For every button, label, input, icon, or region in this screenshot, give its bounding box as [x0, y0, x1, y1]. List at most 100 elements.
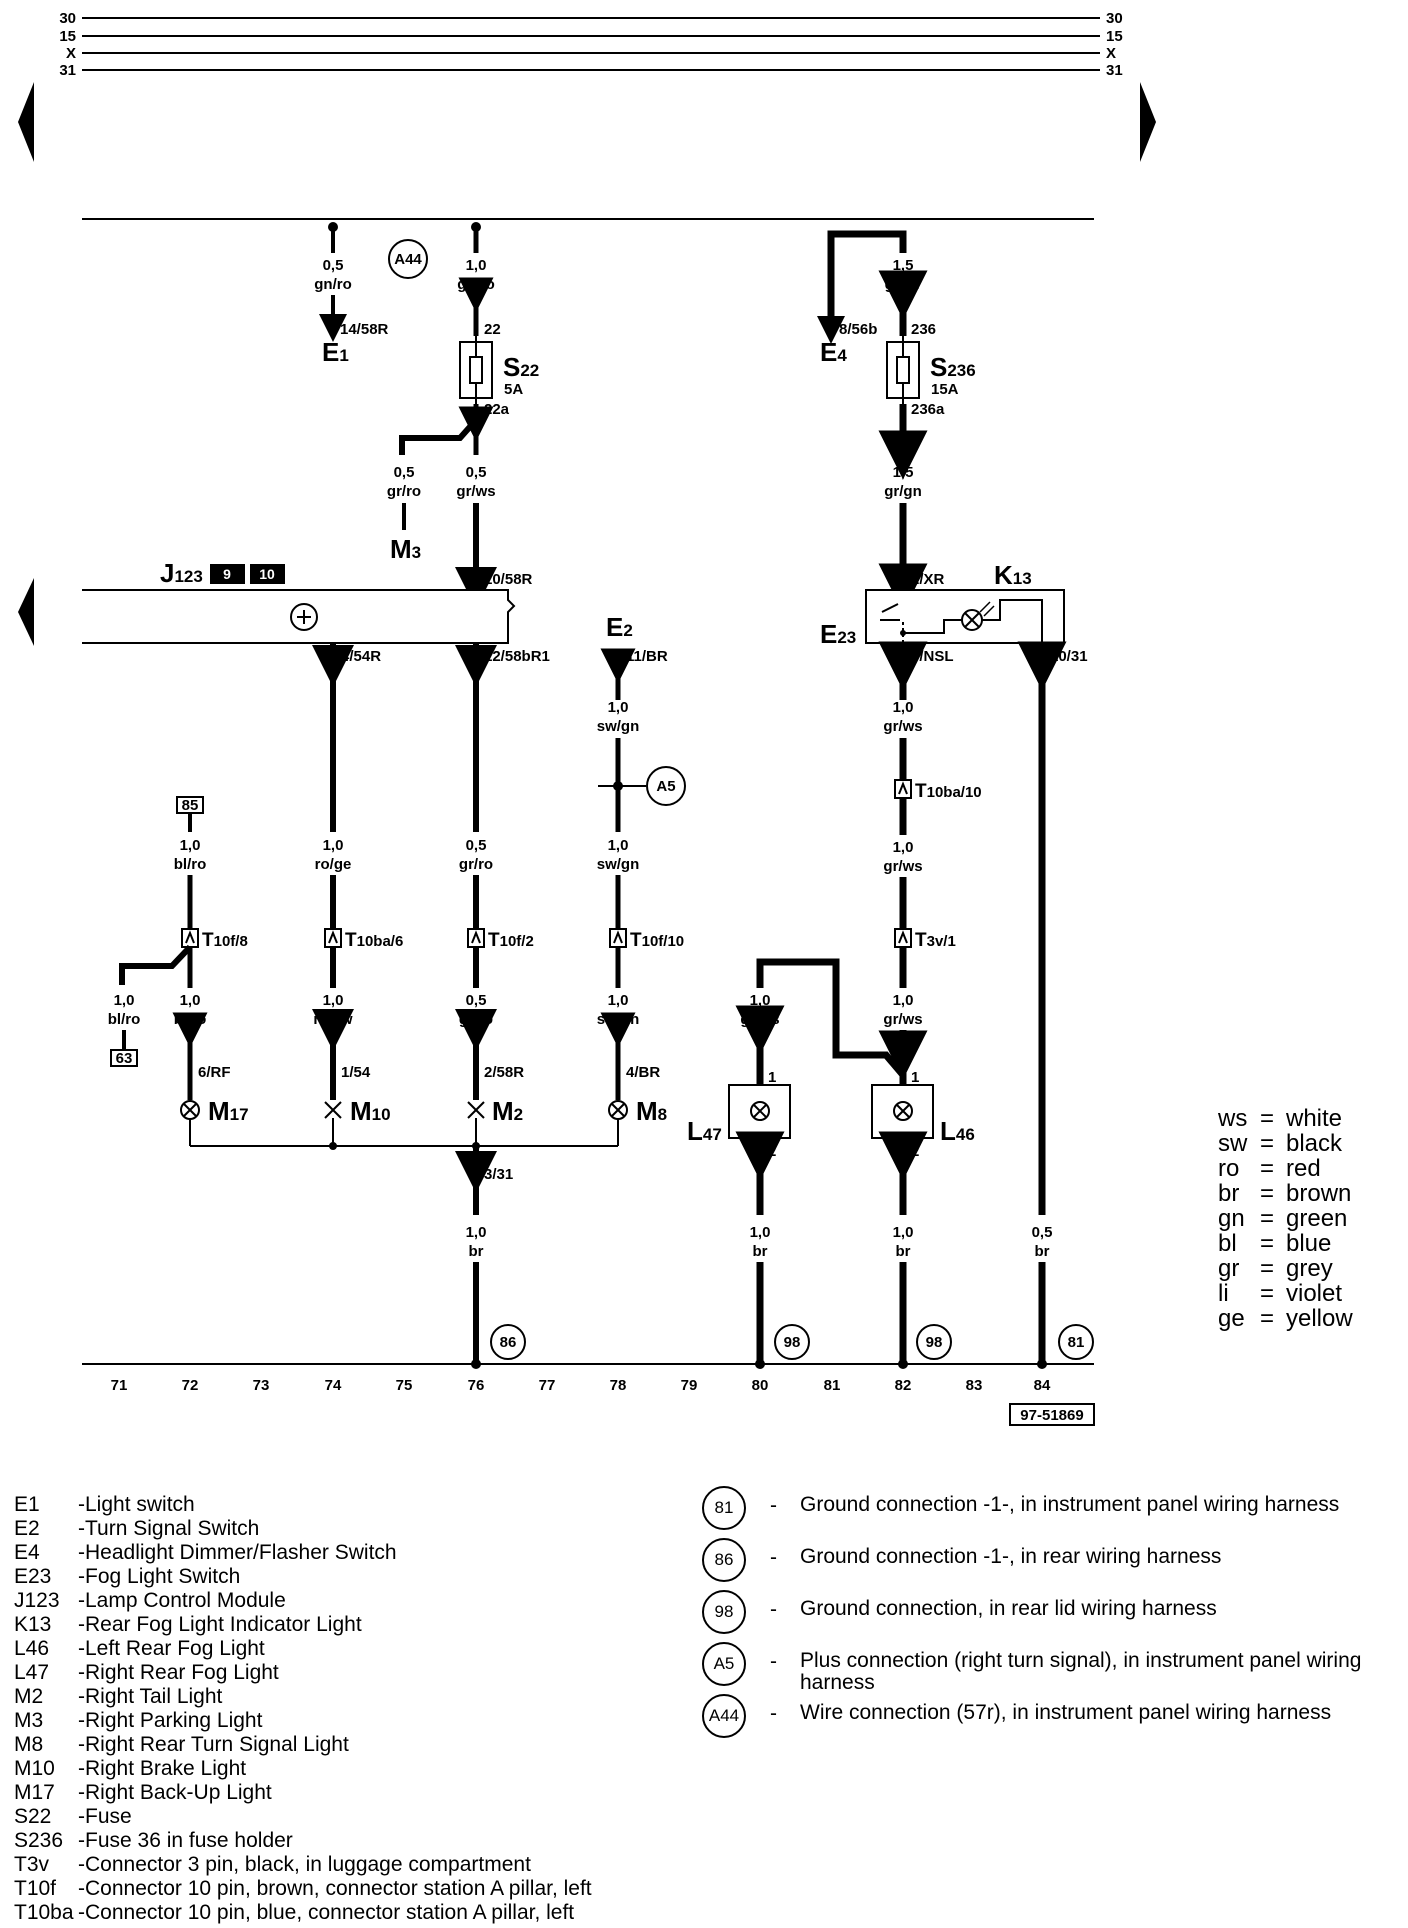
legend-description: Fuse 36 in fuse holder	[85, 1829, 293, 1852]
wire-color-label: sw/gn	[597, 1011, 640, 1028]
wire-size-label: 1,0	[323, 992, 344, 1009]
wire-color-label: br	[1035, 1243, 1050, 1260]
continuation-arrow-icon	[18, 578, 34, 646]
wire-color-label: bl/ro	[174, 1011, 207, 1028]
wiring-diagram: 30 15 X 31 30 15 X 31 0,5 gn/ro 14/58R E…	[18, 10, 1156, 1426]
ground-description: Wire connection (57r), in instrument pan…	[800, 1701, 1332, 1724]
legend-item: L46-Left Rear Fog Light	[14, 1637, 265, 1660]
s236-branch: 1,5 ge/gr 8/56b E4 236 S236 15A 236a 1,5…	[817, 230, 976, 613]
k13-ground-wire: 10/31 0,5 br	[1017, 641, 1088, 1364]
component-m3: M3	[390, 534, 421, 564]
legend-description: Fuse	[85, 1805, 132, 1828]
wire-size-label: 1,0	[608, 699, 629, 716]
lamp-m17: M17	[180, 1096, 249, 1126]
ground-symbol-icon: 86	[702, 1538, 746, 1582]
wire-color-label: gr/ro	[387, 483, 421, 500]
color-legend-item: bl=blue	[1218, 1230, 1332, 1257]
module-pin-badge	[250, 564, 285, 584]
ground-description: Ground connection -1-, in rear wiring ha…	[800, 1545, 1222, 1568]
legend-description: Light switch	[85, 1493, 195, 1516]
legend-code: E4	[14, 1541, 40, 1564]
fog-light-switch-e23-module: K13 E23	[820, 560, 1065, 649]
color-abbr: gr	[1218, 1255, 1240, 1282]
wire-color-label: gr/ws	[740, 1011, 779, 1028]
pin-label: 6/RF	[198, 1064, 231, 1081]
wire-color-label: gr/gn	[884, 483, 922, 500]
module-pin-badge	[210, 564, 245, 584]
legend-code: E1	[14, 1493, 40, 1516]
track-number: 79	[681, 1377, 698, 1394]
wire-color-label: ge/gr	[885, 276, 922, 293]
ground-legend-item: 81-Ground connection -1-, in instrument …	[700, 1486, 1400, 1538]
ground-legend-item: A5-Plus connection (right turn signal), …	[700, 1642, 1400, 1694]
lamp-m2: M2	[467, 1096, 523, 1126]
ground-symbol-icon: A5	[702, 1642, 746, 1686]
ground-86-label: 86	[500, 1334, 517, 1351]
track-number: 76	[468, 1377, 485, 1394]
track-number: 80	[752, 1377, 769, 1394]
legend-code: E2	[14, 1517, 40, 1540]
track-number: 84	[1034, 1377, 1051, 1394]
prev-page-arrow-icon[interactable]	[18, 82, 34, 162]
color-name: yellow	[1286, 1305, 1353, 1332]
legend-item: K13-Rear Fog Light Indicator Light	[14, 1613, 362, 1636]
wire-color-label: bl/ro	[174, 856, 207, 873]
ground-81-symbol	[1058, 1324, 1094, 1360]
module-pin-badge-label: 9	[223, 566, 231, 582]
component-s22: S22	[503, 352, 539, 382]
connector-t10ba10: T10ba/10	[915, 781, 982, 802]
ground-98-symbol	[774, 1324, 810, 1360]
color-name: brown	[1286, 1180, 1352, 1207]
component-m10: M10	[350, 1096, 391, 1126]
wire-connection-a44-label: A44	[394, 251, 422, 268]
track-number: 74	[325, 1377, 342, 1394]
wire-color-label: gr/ws	[456, 483, 495, 500]
component-k13: K13	[994, 560, 1032, 590]
legend-code: M8	[14, 1733, 44, 1756]
legend-item: E1-Light switch	[14, 1493, 195, 1516]
reference-box-label: 85	[182, 797, 199, 814]
wire-size-label: 0,5	[1032, 1224, 1053, 1241]
bus-label-31: 31	[59, 62, 76, 79]
legend-description: Lamp Control Module	[85, 1589, 286, 1612]
legend-description: Connector 10 pin, blue, connector statio…	[85, 1901, 575, 1924]
wire-size-label: 1,0	[466, 257, 487, 274]
color-name: blue	[1286, 1230, 1332, 1257]
legend-code: S22	[14, 1805, 52, 1828]
wire-size-label: 1,0	[323, 837, 344, 854]
color-name: white	[1286, 1105, 1343, 1132]
pin-label: 22a	[484, 401, 510, 418]
ground-wire-80: 1,0 br	[750, 1156, 770, 1364]
color-abbr: ge	[1218, 1305, 1245, 1332]
wire-size-label: 1,0	[750, 992, 771, 1009]
bus-label-x-right: X	[1106, 45, 1116, 62]
ground-legend-item: 86-Ground connection -1-, in rear wiring…	[700, 1538, 1400, 1590]
m2-wire: 12/58bR1 0,5 gr/ro T10f/2 0,5 gr/ro 2/58…	[455, 643, 550, 1100]
legend-code: T10f	[14, 1877, 57, 1900]
color-abbr: gn	[1218, 1205, 1245, 1232]
ground-98-symbol	[916, 1324, 952, 1360]
pin-label: 11/BR	[626, 648, 668, 665]
wire-size-label: 1,0	[466, 1224, 487, 1241]
wire-color-label: gn/ro	[457, 276, 495, 293]
wire-size-label: 1,0	[180, 992, 201, 1009]
color-legend-item: li=violet	[1218, 1280, 1343, 1307]
fuse-rating: 15A	[931, 381, 959, 398]
pin-label: 2/58R	[484, 1064, 524, 1081]
diagram-reference-number: 97-51869	[1020, 1407, 1083, 1424]
wire-color-label: gr/ws	[883, 1011, 922, 1028]
wire-size-label: 0,5	[466, 464, 487, 481]
component-e2: E2	[606, 612, 633, 642]
legend-description: Connector 10 pin, brown, connector stati…	[85, 1877, 592, 1900]
component-l46: L46	[940, 1116, 975, 1146]
ground-symbol-icon: 98	[702, 1590, 746, 1634]
e1-branch: 0,5 gn/ro 14/58R E1	[314, 222, 389, 367]
legend-code: K13	[14, 1613, 52, 1636]
component-e23: E23	[820, 619, 856, 649]
bus-lines: 30 15 X 31 30 15 X 31	[59, 10, 1122, 79]
wire-color-legend: ws=white sw=black ro=red br=brown gn=gre…	[1218, 1106, 1398, 1331]
next-page-arrow-icon[interactable]	[1140, 82, 1156, 162]
color-abbr: br	[1218, 1180, 1240, 1207]
pin-label: 10/58R	[484, 571, 533, 588]
legend-item: M3-Right Parking Light	[14, 1709, 263, 1732]
